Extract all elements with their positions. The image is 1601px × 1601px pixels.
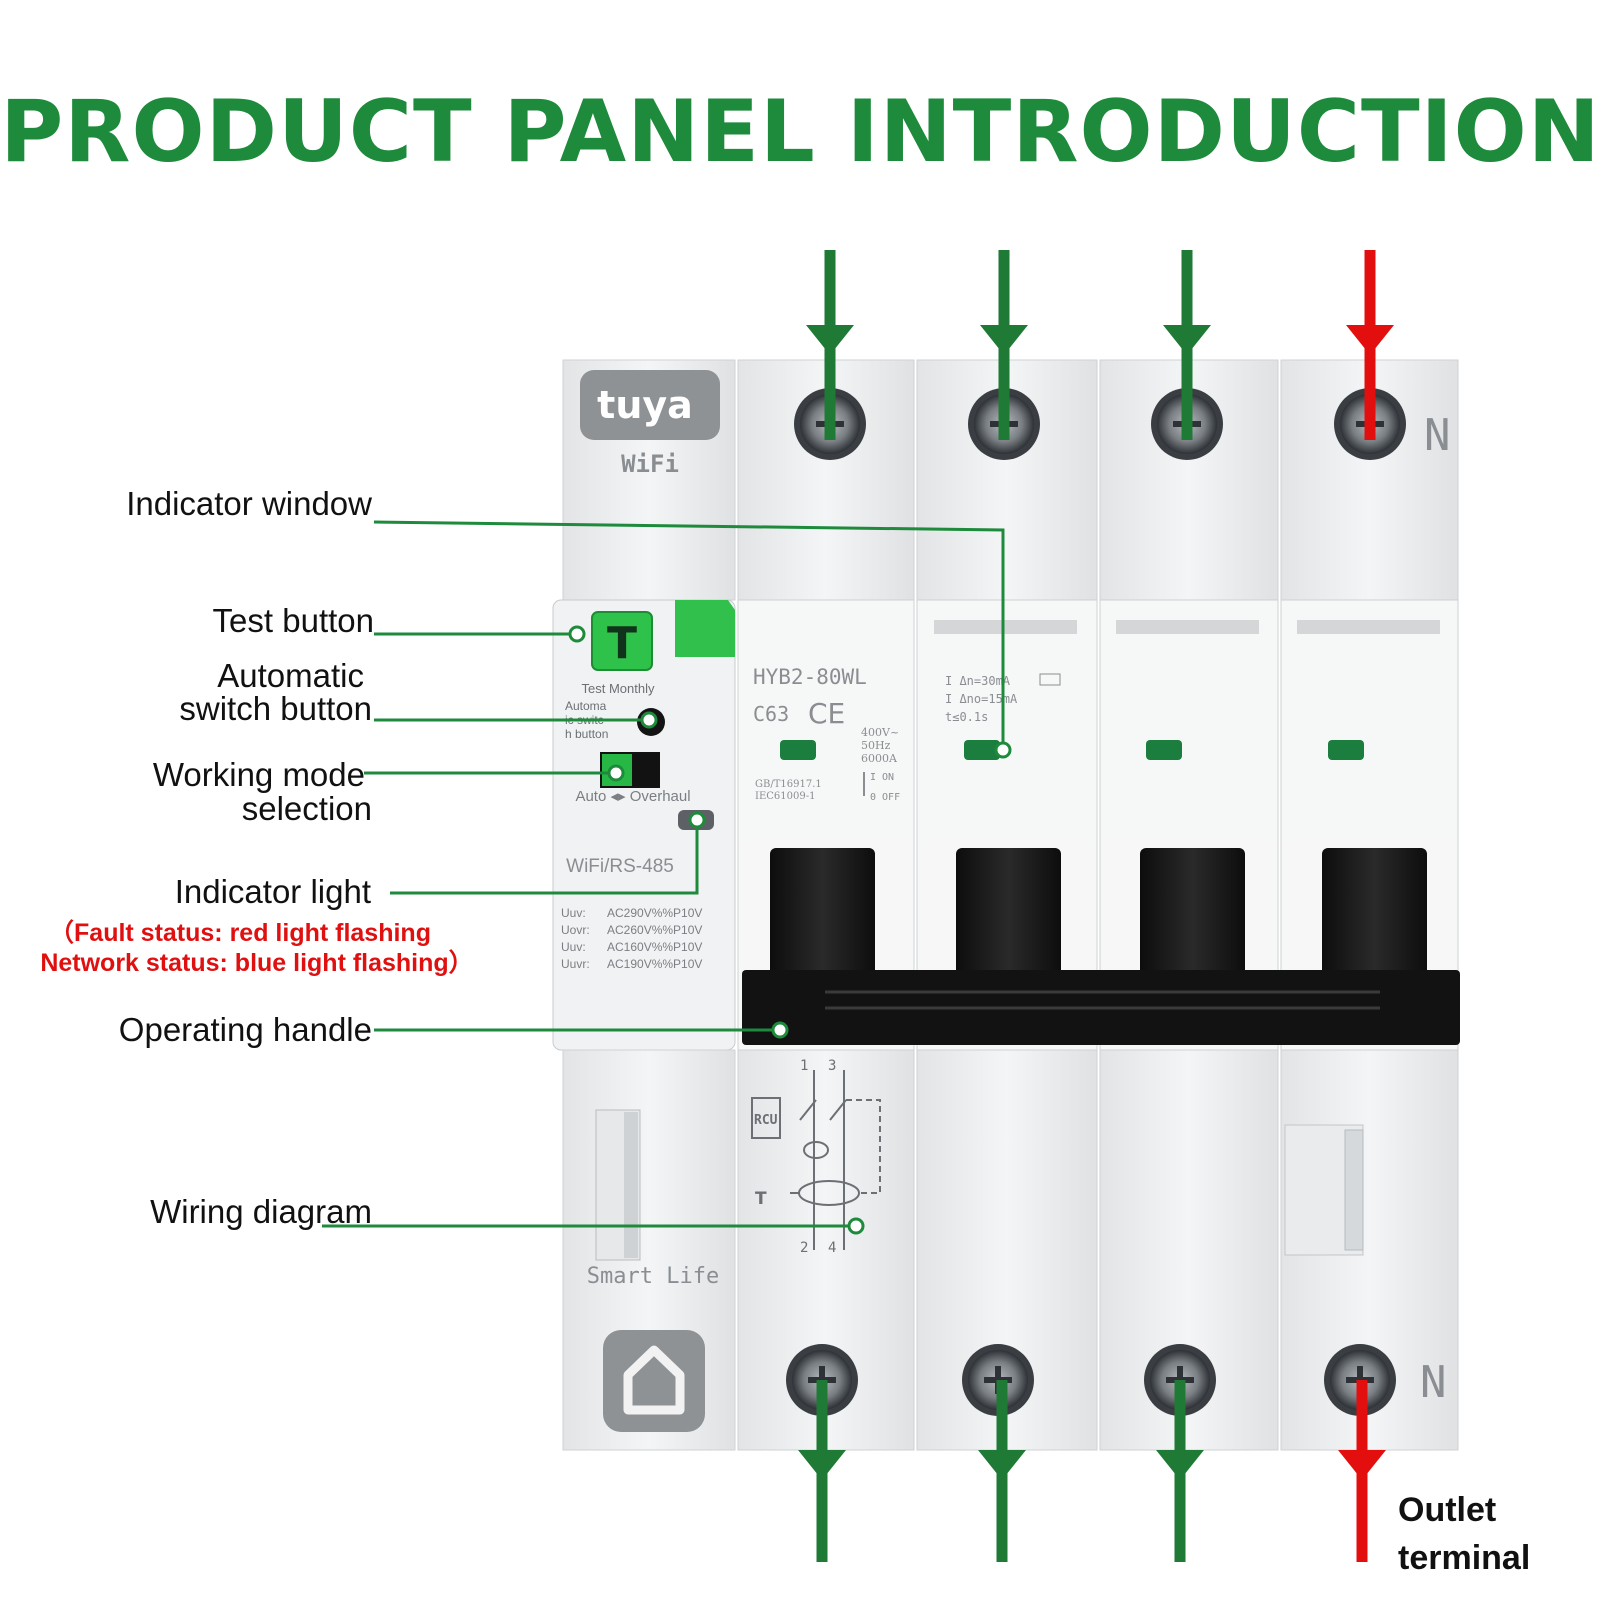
smart-life-logo bbox=[603, 1330, 705, 1432]
spec-key: Uovr: bbox=[561, 923, 590, 937]
indicator-window-label: Indicator window bbox=[126, 485, 372, 522]
indicator-windows bbox=[780, 620, 1440, 760]
svg-text:Test Monthly: Test Monthly bbox=[582, 681, 655, 696]
svg-text:Auto ◂▸ Overhaul: Auto ◂▸ Overhaul bbox=[575, 788, 690, 805]
svg-text:400V~: 400V~ bbox=[861, 726, 899, 739]
spec-value: AC190V%%P10V bbox=[607, 957, 702, 971]
svg-text:GB/T16917.1: GB/T16917.1 bbox=[755, 779, 822, 790]
wiring-schematic bbox=[751, 1070, 881, 1250]
spec-key: Uuv: bbox=[561, 906, 586, 920]
pole-1-labels: HYB2-80WL C63 CE 400V~ 50Hz 6000A GB/T16… bbox=[753, 665, 900, 803]
auto-switch-label-line2: switch button bbox=[179, 690, 372, 727]
operating-handle-label: Operating handle bbox=[118, 1011, 372, 1048]
test-button-key bbox=[591, 611, 653, 671]
indicator-window-block bbox=[675, 600, 735, 657]
line-in-arrow bbox=[806, 250, 854, 440]
svg-text:RCU: RCU bbox=[754, 1113, 778, 1128]
svg-text:t≤0.1s: t≤0.1s bbox=[945, 710, 988, 724]
svg-text:N: N bbox=[1424, 410, 1451, 461]
pole-2-indicator bbox=[964, 740, 1000, 760]
line-out-arrow bbox=[978, 1380, 1026, 1562]
tuya-logo: tuya WiFi bbox=[580, 370, 720, 478]
svg-text:h button: h button bbox=[565, 727, 608, 741]
fault-status-note: （Fault status: red light flashing bbox=[49, 919, 431, 947]
page-title: PRODUCT PANEL INTRODUCTION bbox=[0, 82, 1601, 182]
wiring-diagram-label: Wiring diagram bbox=[150, 1193, 372, 1230]
indicator-light-leader bbox=[390, 811, 706, 895]
spec-key: Uuvr: bbox=[561, 957, 590, 971]
line-in-arrow bbox=[980, 250, 1028, 440]
svg-text:50Hz: 50Hz bbox=[861, 739, 891, 752]
operating-handle-leader bbox=[374, 1021, 789, 1039]
wifi-caption: WiFi bbox=[621, 450, 679, 478]
neutral-in-arrow bbox=[1346, 250, 1394, 440]
indicator-window-leader bbox=[373, 520, 1012, 759]
spec-value: AC290V%%P10V bbox=[607, 906, 702, 920]
svg-text:0 OFF: 0 OFF bbox=[870, 792, 900, 803]
control-slot-bar bbox=[624, 1112, 638, 1258]
svg-text:6000A: 6000A bbox=[861, 752, 898, 765]
svg-text:CE: CE bbox=[808, 697, 845, 730]
auto-switch-leader bbox=[374, 711, 658, 729]
svg-text:IEC61009-1: IEC61009-1 bbox=[755, 791, 815, 802]
working-mode-label-line2: selection bbox=[241, 790, 372, 827]
terminal-arrows bbox=[798, 250, 1394, 1562]
outlet-label-line1: Outlet bbox=[1398, 1491, 1497, 1529]
working-mode-label-line1: Working mode bbox=[152, 756, 365, 793]
working-mode-leader bbox=[364, 764, 625, 782]
svg-text:2: 2 bbox=[800, 1240, 808, 1256]
outlet-label-line2: terminal bbox=[1398, 1539, 1531, 1577]
svg-text:T: T bbox=[755, 1189, 767, 1209]
smart-life-caption: Smart Life bbox=[587, 1264, 719, 1289]
test-button-label: Test button bbox=[212, 602, 374, 639]
svg-text:I ON: I ON bbox=[870, 772, 894, 783]
line-in-arrow bbox=[1163, 250, 1211, 440]
svg-text:3: 3 bbox=[828, 1058, 836, 1074]
svg-text:I Δno=15mA: I Δno=15mA bbox=[945, 692, 1018, 706]
spec-key: Uuv: bbox=[561, 940, 586, 954]
svg-text:HYB2-80WL: HYB2-80WL bbox=[753, 665, 867, 689]
breaker-handles bbox=[742, 840, 1460, 1045]
network-status-note: Network status: blue light flashing） bbox=[40, 949, 474, 977]
auto-switch-label-line1: Automatic bbox=[217, 657, 364, 694]
pole-4-window-bar bbox=[1344, 1129, 1364, 1251]
svg-text:N: N bbox=[1420, 1357, 1447, 1408]
outlet-terminal-label: Outlet terminal bbox=[1398, 1486, 1530, 1582]
svg-text:C63: C63 bbox=[753, 702, 789, 726]
pole-2-labels: I Δn=30mA I Δno=15mA t≤0.1s bbox=[945, 673, 1061, 724]
svg-text:Automa: Automa bbox=[565, 699, 607, 713]
tuya-wordmark: tuya bbox=[597, 383, 693, 427]
svg-text:T: T bbox=[607, 618, 637, 669]
test-button-leader bbox=[374, 625, 586, 643]
pole-4-indicator bbox=[1328, 740, 1364, 760]
indicator-light-label: Indicator light bbox=[174, 873, 371, 910]
leader-lines bbox=[322, 520, 1012, 1235]
spec-value: AC160V%%P10V bbox=[607, 940, 702, 954]
svg-text:WiFi/RS-485: WiFi/RS-485 bbox=[566, 856, 674, 877]
svg-text:4: 4 bbox=[828, 1240, 836, 1256]
wiring-schematic-text: RCU T 1 3 2 4 bbox=[754, 1058, 836, 1256]
spec-value: AC260V%%P10V bbox=[607, 923, 702, 937]
svg-text:I Δn=30mA: I Δn=30mA bbox=[945, 674, 1011, 688]
line-out-arrow bbox=[798, 1380, 846, 1562]
svg-text:1: 1 bbox=[800, 1058, 808, 1074]
pole-3-indicator bbox=[1146, 740, 1182, 760]
control-panel-details: T Test Monthly Automa ic switc h button … bbox=[561, 600, 735, 971]
pole-1-indicator bbox=[780, 740, 816, 760]
neutral-out-arrow bbox=[1338, 1380, 1386, 1562]
spec-list: Uuv: AC290V%%P10V Uovr: AC260V%%P10V Uuv: AC1… bbox=[561, 906, 702, 971]
line-out-arrow bbox=[1156, 1380, 1204, 1562]
wiring-diagram-leader bbox=[322, 1217, 865, 1235]
